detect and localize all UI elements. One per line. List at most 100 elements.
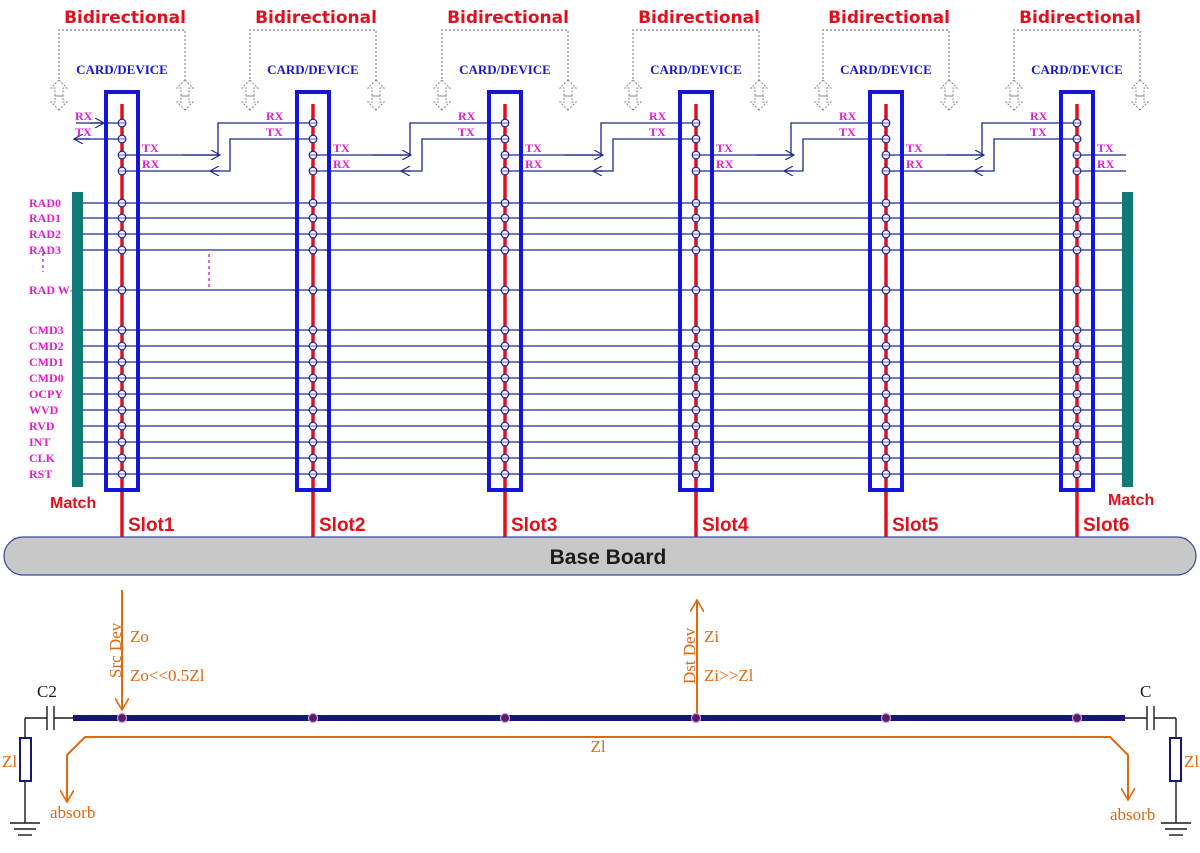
slot-connectors-layer: RXTXTXRXSlot1RXTXTXRXSlot2RXTXTXRXSlot3R…	[75, 90, 1129, 537]
signal-label: CMD0	[29, 371, 64, 385]
rx-pin-label-right: RX	[716, 157, 734, 171]
bidirectional-label: Bidirectional	[1019, 8, 1141, 28]
rx-pin-label: RX	[1030, 109, 1048, 123]
base-board-label: Base Board	[550, 546, 667, 569]
zl-propagation-path	[66, 736, 1128, 800]
tx-to-rx-trace	[122, 122, 313, 156]
zl-line-label: Zl	[590, 737, 605, 756]
transmission-trace	[73, 715, 1125, 721]
tx-pin-label: TX	[75, 125, 92, 139]
tx-to-rx-return-trace	[505, 138, 696, 172]
rx-pin-label-right: RX	[142, 157, 160, 171]
signal-label: CLK	[29, 451, 56, 465]
slot-connector-box	[868, 90, 904, 492]
slot-label: Slot3	[511, 515, 557, 536]
signal-label: INT	[29, 435, 50, 449]
tx-to-rx-trace	[313, 122, 505, 156]
tx-pin-label-right: TX	[906, 141, 923, 155]
slot-label: Slot5	[892, 515, 939, 536]
bidirectional-label: Bidirectional	[828, 8, 950, 28]
bidirectional-arrow-icon	[623, 79, 643, 111]
tx-pin-label: TX	[839, 125, 856, 139]
zi-label: Zi	[704, 627, 719, 646]
cap-label-left: C2	[37, 682, 57, 701]
zo-label: Zo	[130, 627, 149, 646]
match-terminator-right	[1122, 192, 1133, 487]
tx-pin-label-right: TX	[716, 141, 733, 155]
bidirectional-arrow-icon	[558, 79, 578, 111]
tx-to-rx-return-trace	[313, 138, 505, 172]
signal-label: OCPY	[29, 387, 63, 401]
bidirectional-label: Bidirectional	[64, 8, 186, 28]
tx-pin-label: TX	[1030, 125, 1047, 139]
rx-pin-label: RX	[266, 109, 284, 123]
tx-pin-label-right: TX	[333, 141, 350, 155]
slot-label: Slot4	[702, 515, 749, 536]
right-termination-network	[1125, 706, 1191, 836]
transmission-node	[690, 712, 702, 724]
signal-label: RAD0	[29, 196, 61, 210]
tx-pin-label: TX	[458, 125, 475, 139]
slot-connector-box	[487, 90, 523, 492]
rx-pin-label: RX	[649, 109, 667, 123]
bidirectional-arrow-icon	[1004, 79, 1024, 111]
signal-label: RAD2	[29, 227, 61, 241]
card-outline-dotted	[632, 29, 760, 83]
transmission-node	[499, 712, 511, 724]
dst-dev-label: Dst Dev	[680, 627, 699, 684]
signal-label: RAD3	[29, 243, 61, 257]
left-termination-network	[10, 706, 73, 836]
signal-label: RVD	[29, 419, 55, 433]
resistor-label-right: Zl	[1184, 752, 1199, 771]
bidirectional-arrow-icon	[1130, 79, 1150, 111]
bidirectional-label: Bidirectional	[638, 8, 760, 28]
bidirectional-arrow-icon	[749, 79, 769, 111]
card-outline-dotted	[1013, 29, 1141, 83]
card-outline-dotted	[441, 29, 569, 83]
tx-rx-chain-layer	[74, 123, 1126, 171]
bidirectional-arrow-icon	[240, 79, 260, 111]
absorb-label-right: absorb	[1110, 805, 1155, 824]
match-label-left: Match	[50, 495, 96, 512]
tx-to-rx-return-trace	[122, 138, 313, 172]
tx-to-rx-trace	[886, 122, 1077, 156]
zo-condition-label: Zo<<0.5Zl	[130, 666, 205, 685]
slot-label: Slot1	[128, 515, 175, 536]
signal-label: CMD3	[29, 323, 64, 337]
signal-label: RAD W-1	[29, 283, 79, 297]
tx-pin-label: TX	[266, 125, 283, 139]
signal-label: WVD	[29, 403, 59, 417]
card-device-label: CARD/DEVICE	[76, 62, 168, 77]
card-outline-dotted	[58, 29, 186, 83]
absorb-label-left: absorb	[50, 803, 95, 822]
slot-connector-box	[1059, 90, 1095, 492]
tx-to-rx-trace	[505, 122, 696, 156]
tx-pin-label: TX	[649, 125, 666, 139]
signal-label: RAD1	[29, 211, 61, 225]
transmission-node	[1071, 712, 1083, 724]
rx-pin-label: RX	[75, 109, 93, 123]
base-board	[3, 536, 1197, 576]
card-device-label: CARD/DEVICE	[650, 62, 742, 77]
bidirectional-label: Bidirectional	[255, 8, 377, 28]
signal-label: CMD2	[29, 339, 64, 353]
bidirectional-arrow-icon	[175, 79, 195, 111]
card-device-label: CARD/DEVICE	[267, 62, 359, 77]
transmission-node	[116, 712, 128, 724]
rx-pin-label: RX	[839, 109, 857, 123]
rx-pin-label-right: RX	[525, 157, 543, 171]
match-label-right: Match	[1108, 492, 1154, 509]
rx-pin-label-right: RX	[333, 157, 351, 171]
tx-pin-label-right: TX	[525, 141, 542, 155]
tx-pin-label-right: TX	[142, 141, 159, 155]
bidirectional-arrow-icon	[366, 79, 386, 111]
card-device-label: CARD/DEVICE	[1031, 62, 1123, 77]
bidirectional-arrow-icon	[939, 79, 959, 111]
rx-pin-label-right: RX	[906, 157, 924, 171]
card-device-label: CARD/DEVICE	[459, 62, 551, 77]
right-resistor	[1169, 737, 1182, 782]
card-outline-dotted	[249, 29, 377, 83]
slot-label: Slot6	[1083, 515, 1129, 536]
